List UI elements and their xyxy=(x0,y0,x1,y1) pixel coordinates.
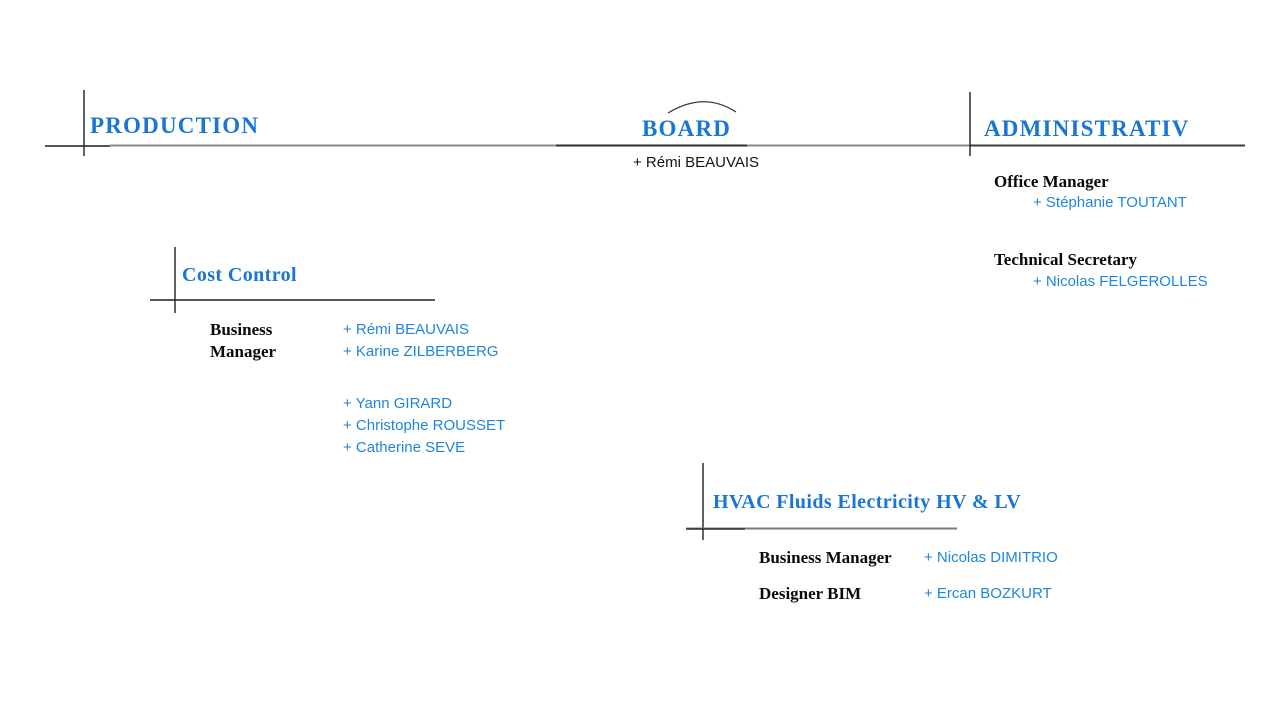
board-member-name: + Rémi BEAUVAIS xyxy=(633,154,760,171)
person-stephanie-toutant: + Stéphanie TOUTANT xyxy=(1033,194,1187,211)
person-nicolas-felgerolles: + Nicolas FELGEROLLES xyxy=(1033,273,1208,290)
role-office-manager: Office Manager xyxy=(994,172,1109,191)
role-line-business: Business xyxy=(210,320,273,339)
section-title-hvac: HVAC Fluids Electricity HV & LV xyxy=(713,491,1022,513)
section-title-administrativ: ADMINISTRATIV xyxy=(984,116,1190,141)
top-divider-line xyxy=(45,144,1245,147)
person-yann-girard: + Yann GIRARD xyxy=(343,395,453,412)
section-title-production: PRODUCTION xyxy=(90,113,260,138)
board-arc xyxy=(667,101,737,114)
role-technical-secretary: Technical Secretary xyxy=(994,250,1138,269)
person-nicolas-dimitrio: + Nicolas DIMITRIO xyxy=(924,549,1058,566)
person-karine-zilberberg: + Karine ZILBERBERG xyxy=(343,343,499,360)
role-line-manager: Manager xyxy=(210,342,277,361)
section-title-cost-control: Cost Control xyxy=(182,264,297,286)
role-designer-bim: Designer BIM xyxy=(759,584,862,603)
cost-control-manager-names: + Rémi BEAUVAIS + Karine ZILBERBERG xyxy=(343,319,498,363)
person-ercan-bozkurt: + Ercan BOZKURT xyxy=(924,585,1052,602)
person-catherine-seve: + Catherine SEVE xyxy=(343,439,466,456)
section-title-board: BOARD xyxy=(642,116,732,141)
person-christophe-rousset: + Christophe ROUSSET xyxy=(343,417,506,434)
role-business-manager-hvac: Business Manager xyxy=(759,548,892,567)
person-remi-beauvais: + Rémi BEAUVAIS xyxy=(343,321,470,338)
role-business-manager-cost-control: Business Manager xyxy=(210,319,276,363)
cost-control-team-names: + Yann GIRARD + Christophe ROUSSET + Cat… xyxy=(343,393,505,459)
